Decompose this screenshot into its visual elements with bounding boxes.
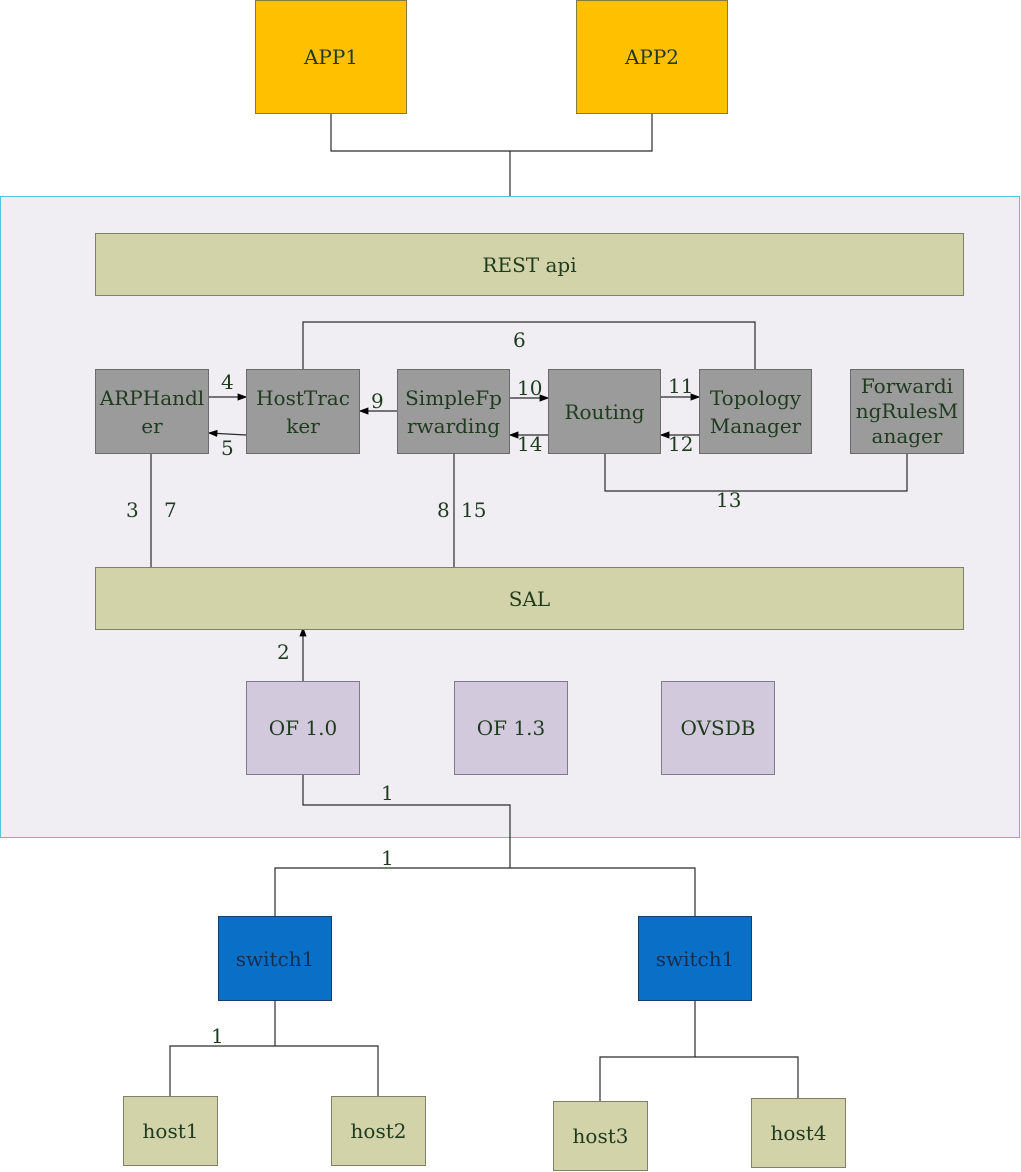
host2-label: host2: [350, 1119, 407, 1143]
step-6-label: 6: [513, 328, 526, 352]
routing-box: Routing: [548, 369, 661, 454]
host4-label: host4: [770, 1121, 827, 1145]
of10-box: OF 1.0: [246, 681, 360, 775]
switch-right-box: switch1: [638, 916, 752, 1001]
step-1-ctrl-label: 1: [381, 846, 394, 870]
host-tracker-box: HostTrac ker: [246, 369, 360, 454]
step-1-switch-label: 1: [211, 1024, 224, 1048]
of13-label: OF 1.3: [476, 716, 546, 740]
host1-label: host1: [142, 1119, 199, 1143]
step-14-label: 14: [517, 432, 543, 456]
app1-label: APP1: [303, 45, 359, 69]
app2-label: APP2: [624, 45, 680, 69]
topology-manager-label: Topology Manager: [709, 385, 802, 438]
step-11-label: 11: [668, 374, 694, 398]
of10-label: OF 1.0: [268, 716, 338, 740]
step-1-proto-label: 1: [381, 781, 394, 805]
forwarding-rules-manager-label: Forwardi ngRulesM anager: [855, 374, 959, 448]
sal-label: SAL: [508, 586, 551, 611]
step-15-label: 15: [461, 498, 487, 522]
step-10-label: 10: [517, 376, 543, 400]
arp-handler-box: ARPHandl er: [95, 369, 209, 454]
host3-label: host3: [572, 1124, 629, 1148]
step-5-label: 5: [221, 436, 234, 460]
step-7-label: 7: [164, 498, 177, 522]
sw-right-hosts: [599, 1001, 799, 1101]
step-4-label: 4: [221, 370, 234, 394]
step-9-label: 9: [371, 389, 384, 413]
rest-api-label: REST api: [482, 252, 577, 277]
host-tracker-label: HostTrac ker: [256, 385, 350, 438]
ovsdb-label: OVSDB: [680, 716, 756, 740]
step-12-label: 12: [668, 432, 694, 456]
sw-left-hosts: [169, 1001, 379, 1096]
app2-box: APP2: [576, 0, 728, 114]
topology-manager-box: Topology Manager: [699, 369, 812, 454]
link-13: [604, 454, 908, 492]
of10-down-link: [302, 774, 511, 868]
link-5: [207, 429, 247, 438]
sal-bar: SAL: [95, 567, 964, 630]
host4-box: host4: [751, 1098, 846, 1168]
host2-box: host2: [331, 1096, 426, 1166]
app1-box: APP1: [255, 0, 407, 114]
step-3-label: 3: [126, 498, 139, 522]
simple-forwarding-box: SimpleFp rwarding: [397, 369, 510, 454]
switch-right-label: switch1: [655, 946, 735, 971]
switch-left-box: switch1: [218, 916, 332, 1001]
app1-link: [330, 114, 653, 152]
of13-box: OF 1.3: [454, 681, 568, 775]
switch-left-label: switch1: [235, 946, 315, 971]
ovsdb-box: OVSDB: [661, 681, 775, 775]
step-2-label: 2: [277, 640, 290, 664]
host3-box: host3: [553, 1101, 648, 1171]
step-8-label: 8: [437, 498, 450, 522]
simple-forwarding-label: SimpleFp rwarding: [405, 385, 502, 438]
rest-api-bar: REST api: [95, 233, 964, 296]
forwarding-rules-manager-box: Forwardi ngRulesM anager: [850, 369, 964, 454]
routing-label: Routing: [564, 399, 645, 424]
host1-box: host1: [123, 1096, 218, 1166]
step-13-label: 13: [716, 488, 742, 512]
arp-handler-label: ARPHandl er: [99, 385, 205, 438]
link-6: [302, 321, 756, 369]
switch-bus: [274, 867, 696, 916]
